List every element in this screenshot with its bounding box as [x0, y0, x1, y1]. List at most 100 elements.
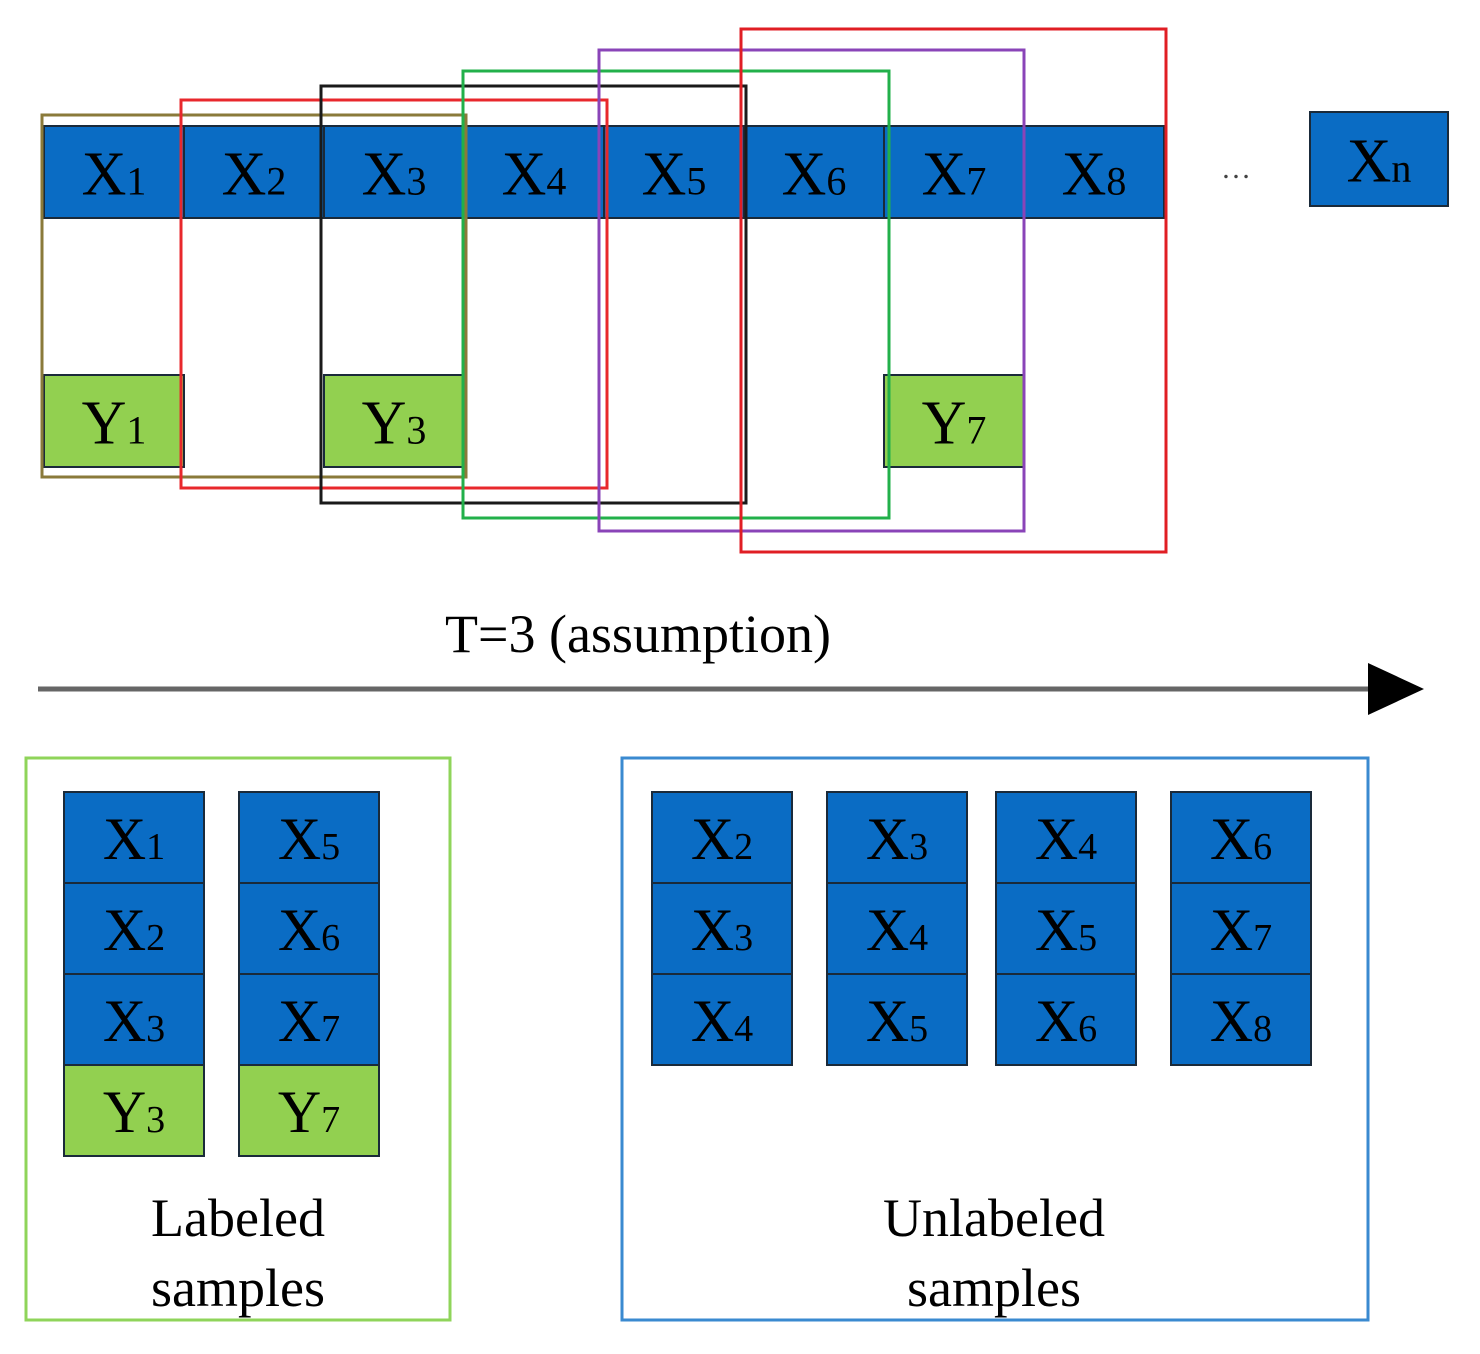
x-cell-7: X7: [883, 125, 1025, 219]
x-cell-1-label: X1: [82, 140, 147, 208]
unlabeled-cell-x6-subscript: 6: [1078, 1008, 1097, 1050]
labeled-cell-x3: X3: [63, 973, 205, 1066]
labeled-cell-x1-letter: X: [103, 806, 146, 872]
y-cell-7-letter: Y: [922, 389, 967, 457]
y-label-row: Y1 Y3 Y7: [43, 374, 1025, 468]
x-cell-3-subscript: 3: [406, 158, 426, 203]
unlabeled-cell-x4-box: [995, 791, 1137, 884]
x-cell-n-subscript: n: [1391, 145, 1411, 190]
labeled-cell-x5: X5: [238, 791, 380, 884]
x-cell-4-label: X4: [502, 140, 567, 208]
window-frame-3: [319, 84, 748, 505]
unlabeled-cell-x4-label: X4: [1035, 806, 1097, 872]
y-cell-7: Y7: [883, 374, 1025, 468]
x-cell-6-letter: X: [782, 140, 827, 208]
unlabeled-cell-x4-letter: X: [691, 988, 734, 1054]
unlabeled-cell-x4-subscript: 4: [734, 1008, 753, 1050]
labeled-cell-y3-subscript: 3: [146, 1099, 165, 1141]
x-cell-3-label: X3: [362, 140, 427, 208]
unlabeled-cell-x3-label: X3: [866, 806, 928, 872]
unlabeled-cell-x6-subscript: 6: [1253, 826, 1272, 868]
x-cell-6-box: [743, 125, 885, 219]
window-frame-5: [597, 48, 1026, 533]
unlabeled-cell-x8-subscript: 8: [1253, 1008, 1272, 1050]
labeled-cell-x7-box: [238, 973, 380, 1066]
labeled-cell-x5-label: X5: [278, 806, 340, 872]
unlabeled-cell-x7-subscript: 7: [1253, 917, 1272, 959]
unlabeled-cell-x3-label: X3: [691, 897, 753, 963]
unlabeled-cell-x2: X2: [651, 791, 793, 884]
unlabeled-cell-x4-label: X4: [691, 988, 753, 1054]
labeled-cell-x1-subscript: 1: [146, 826, 165, 868]
unlabeled-cell-x6-label: X6: [1210, 806, 1272, 872]
unlabeled-cell-x7-box: [1170, 882, 1312, 975]
labeled-cell-x6-box: [238, 882, 380, 975]
x-cell-n: Xn: [1309, 111, 1449, 207]
labeled-cell-x3-label: X3: [103, 988, 165, 1054]
labeled-cell-x3-letter: X: [103, 988, 146, 1054]
x-cell-1: X1: [43, 125, 185, 219]
unlabeled-cell-x5-label: X5: [866, 988, 928, 1054]
arrow-label: T=3 (assumption): [445, 604, 831, 664]
y-cell-1-label: Y1: [82, 389, 147, 457]
x-cell-3: X3: [323, 125, 465, 219]
window-frame-1: [40, 113, 468, 479]
x-cell-2-label: X2: [222, 140, 287, 208]
x-cell-n-box: [1309, 111, 1449, 207]
unlabeled-cell-x7: X7: [1170, 882, 1312, 975]
unlabeled-cell-x8-letter: X: [1210, 988, 1253, 1054]
labeled-cell-y3-letter: Y: [103, 1079, 146, 1145]
unlabeled-cell-x3-letter: X: [866, 806, 909, 872]
x-cell-8: X8: [1023, 125, 1165, 219]
unlabeled-cell-x4-subscript: 4: [1078, 826, 1097, 868]
unlabeled-cell-x6-letter: X: [1210, 806, 1253, 872]
sliding-window-frames: [40, 27, 1168, 554]
unlabeled-cell-x5: X5: [826, 973, 968, 1066]
y-cell-1: Y1: [43, 374, 185, 468]
labeled-cell-x7: X7: [238, 973, 380, 1066]
xn-cell: Xn: [1309, 111, 1449, 207]
unlabeled-cell-x2-subscript: 2: [734, 826, 753, 868]
unlabeled-cell-x7-letter: X: [1210, 897, 1253, 963]
labeled-box-border: [24, 756, 452, 1322]
unlabeled-cell-x4-box: [826, 882, 968, 975]
unlabeled-label-line1: Unlabeled: [883, 1188, 1105, 1248]
unlabeled-cell-x4: X4: [995, 791, 1137, 884]
labeled-label-line1: Labeled: [151, 1188, 325, 1248]
x-cell-4: X4: [463, 125, 605, 219]
labeled-label-line2: samples: [151, 1258, 325, 1318]
y-cell-3-label: Y3: [362, 389, 427, 457]
unlabeled-cell-x4-label: X4: [866, 897, 928, 963]
x-cell-5: X5: [603, 125, 745, 219]
unlabeled-cell-x5-label: X5: [1035, 897, 1097, 963]
unlabeled-cell-x5-letter: X: [866, 988, 909, 1054]
labeled-cell-y3-label: Y3: [103, 1079, 165, 1145]
unlabeled-cell-x5-subscript: 5: [1078, 917, 1097, 959]
y-cell-7-subscript: 7: [966, 407, 986, 452]
unlabeled-cell-x3: X3: [826, 791, 968, 884]
labeled-cell-x6-label: X6: [278, 897, 340, 963]
x-cell-4-subscript: 4: [546, 158, 566, 203]
labeled-cell-y3-box: [63, 1064, 205, 1157]
y-cell-1-box: [43, 374, 185, 468]
labeled-cell-x3-subscript: 3: [146, 1008, 165, 1050]
time-arrow: T=3 (assumption): [38, 604, 1424, 715]
labeled-cell-y7-subscript: 7: [321, 1099, 340, 1141]
x-cell-n-label: Xn: [1347, 127, 1412, 195]
x-cell-6-label: X6: [782, 140, 847, 208]
x-cell-1-box: [43, 125, 185, 219]
x-cell-2-letter: X: [222, 140, 267, 208]
x-cell-8-label: X8: [1062, 140, 1127, 208]
x-cell-6: X6: [743, 125, 885, 219]
unlabeled-cell-x2-letter: X: [691, 806, 734, 872]
unlabeled-cell-x5-letter: X: [1035, 897, 1078, 963]
labeled-cell-y3: Y3: [63, 1064, 205, 1157]
x-cell-5-label: X5: [642, 140, 707, 208]
